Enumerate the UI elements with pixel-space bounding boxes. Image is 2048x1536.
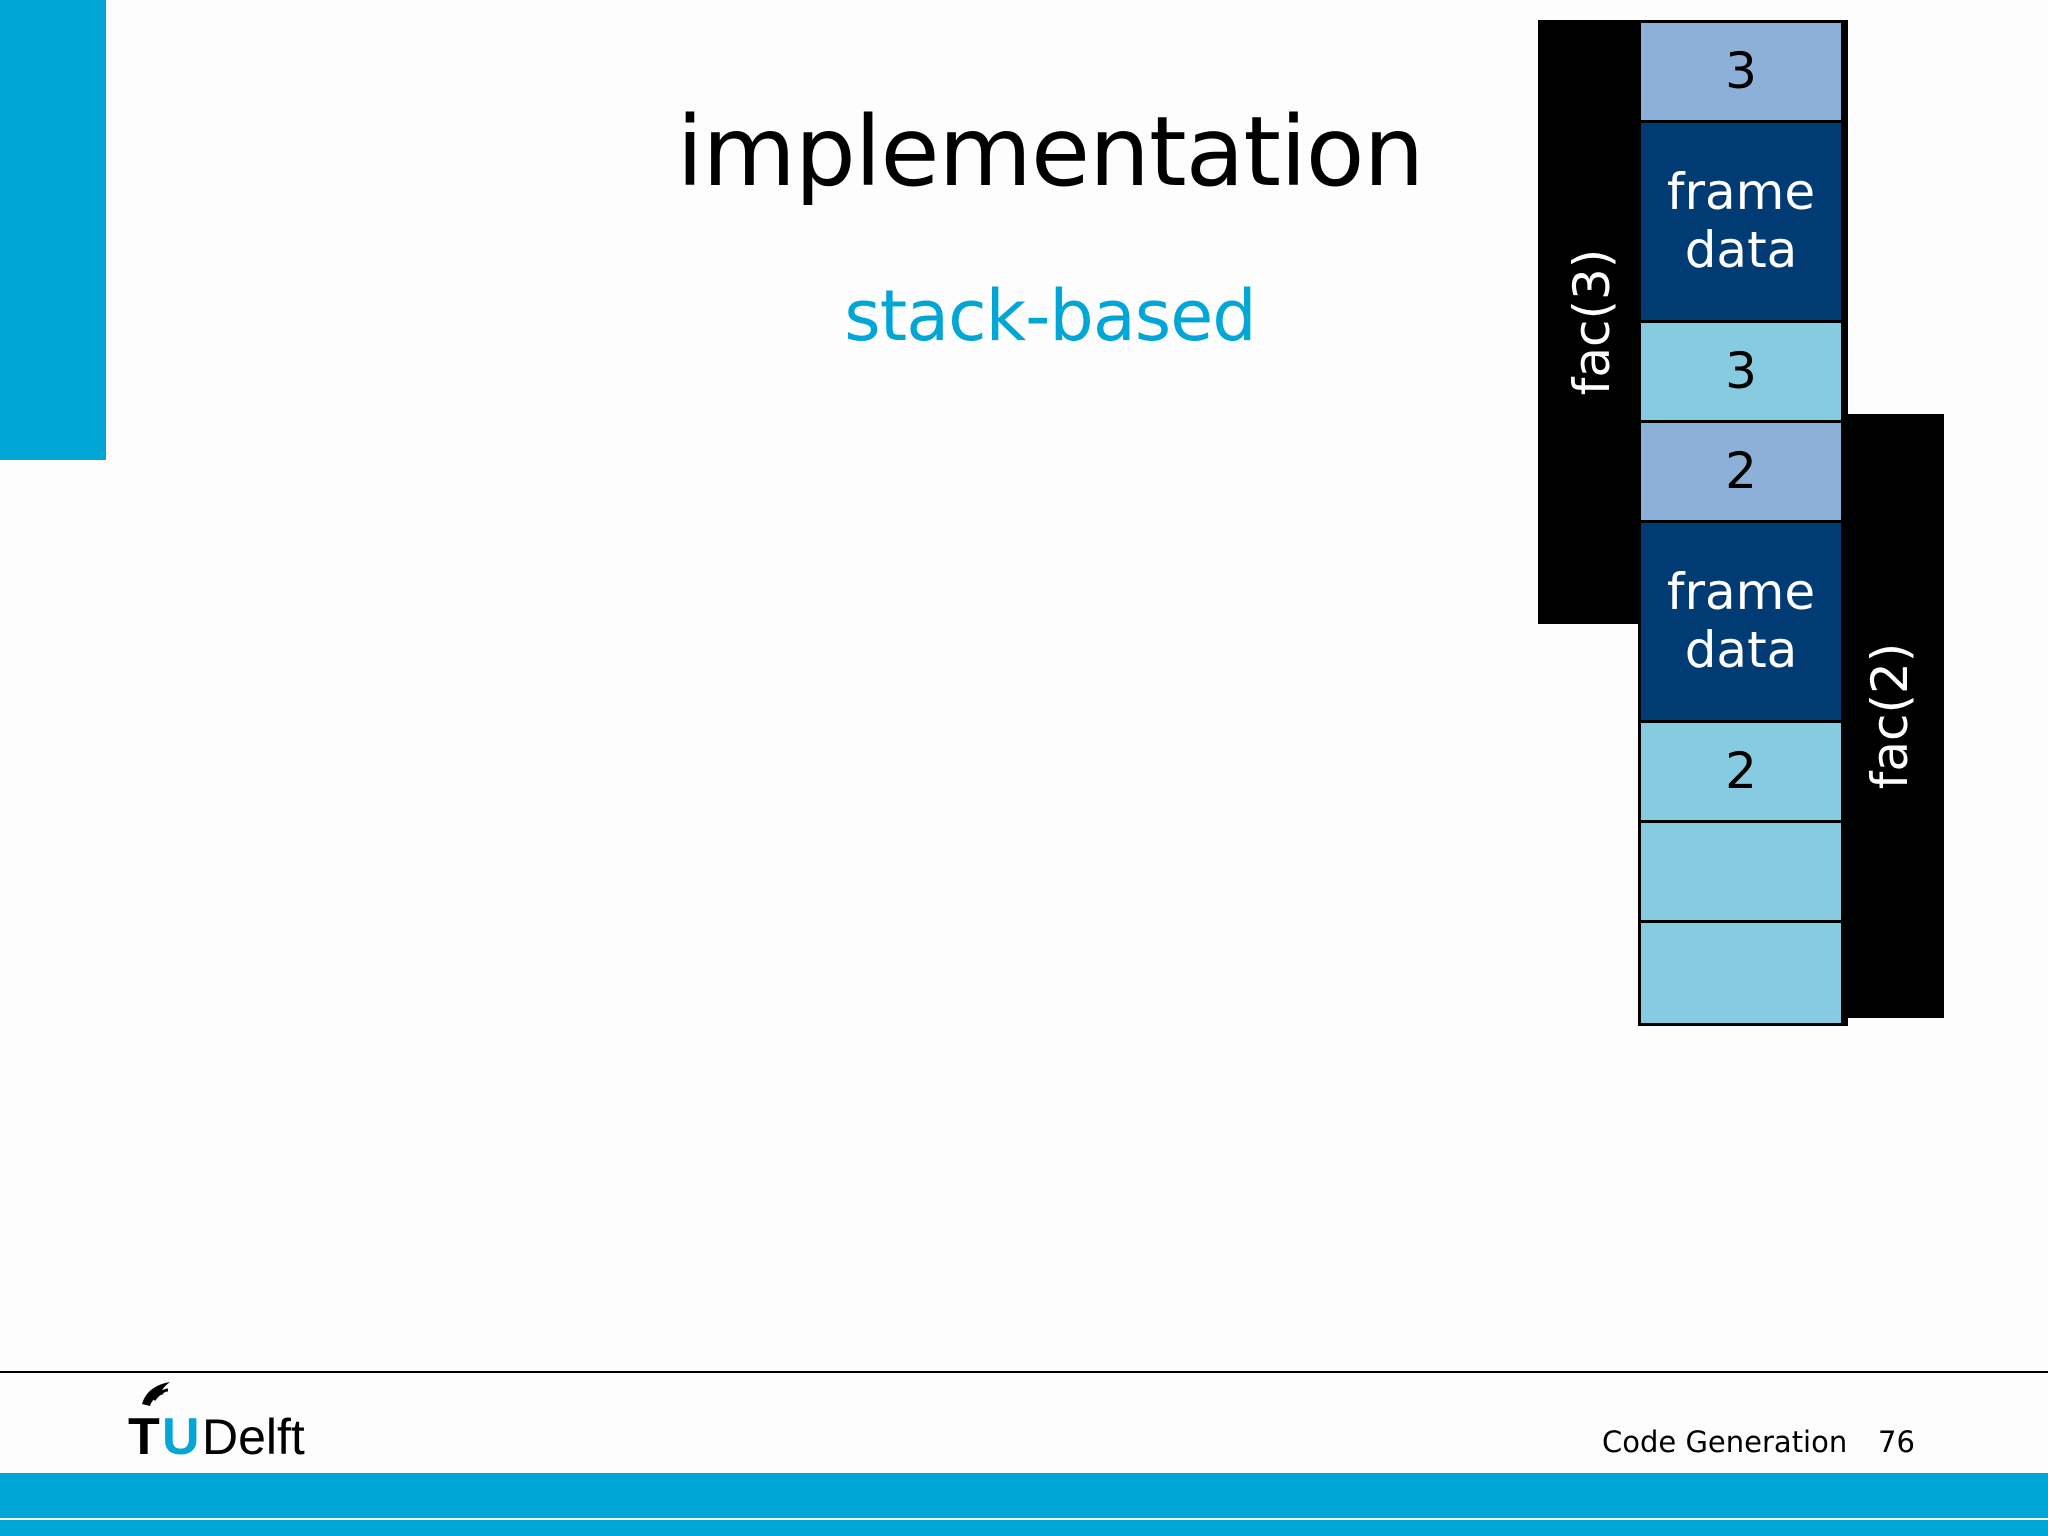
- stack-cell-local: 2: [1641, 723, 1841, 823]
- footer-divider: [0, 1371, 2048, 1373]
- tudelft-logo: T U Delft: [128, 1382, 305, 1460]
- frame-label-fac2: fac(2): [1861, 642, 1919, 790]
- svg-text:T: T: [128, 1408, 160, 1460]
- page-number: 76: [1878, 1425, 1915, 1459]
- footer-course-title: Code Generation: [1602, 1425, 1848, 1459]
- accent-bar: [0, 0, 106, 460]
- stack-cell-param: 2: [1641, 423, 1841, 523]
- stack-cell-frame: frame data: [1641, 523, 1841, 723]
- stack-cell-frame: frame data: [1641, 123, 1841, 323]
- frame-band-fac3: [1538, 20, 1646, 624]
- stack-cell-local: 3: [1641, 323, 1841, 423]
- bottom-band-line: [0, 1518, 2048, 1520]
- frame-band-fac2: [1836, 414, 1944, 1018]
- svg-text:U: U: [162, 1408, 200, 1460]
- frame-label-fac3: fac(3): [1563, 248, 1621, 396]
- stack-cell-local: [1641, 923, 1841, 1023]
- bottom-band: [0, 1473, 2048, 1536]
- stack-cell-param: 3: [1641, 23, 1841, 123]
- slide-title: implementation: [676, 96, 1425, 208]
- stack-cell-local: [1641, 823, 1841, 923]
- slide-subtitle: stack-based: [844, 275, 1256, 357]
- svg-text:Delft: Delft: [202, 1409, 305, 1460]
